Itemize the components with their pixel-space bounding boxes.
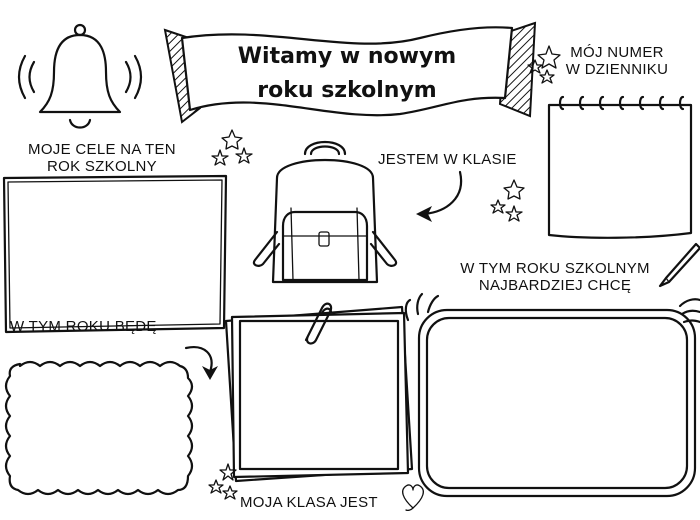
- goals-box: [2, 174, 228, 334]
- accent-marks: [404, 292, 440, 322]
- scalloped-box: [4, 360, 194, 496]
- this-year-will-label: W TYM ROKU BĘDĘ: [10, 318, 157, 335]
- paperclip-icon: [304, 302, 333, 345]
- goals-label: MOJE CELE NA TEN ROK SZKOLNY: [28, 141, 176, 175]
- wish-box: [417, 308, 697, 498]
- banner-title-line1: Witamy w nowym: [237, 44, 457, 69]
- class-number-label: MÓJ NUMER W DZIENNIKU: [565, 44, 669, 78]
- accent-marks: [678, 298, 700, 324]
- star-icon: [211, 129, 253, 166]
- my-class-label: JESTEM W KLASIE: [378, 151, 517, 168]
- curved-arrow-icon: [184, 346, 218, 380]
- banner-title-line2: roku szkolnym: [257, 78, 437, 103]
- star-icon: [208, 463, 238, 500]
- bell-icon: [17, 23, 143, 129]
- star-icon: [527, 45, 561, 84]
- backpack-icon: [252, 141, 398, 284]
- star-icon: [490, 179, 525, 222]
- my-class-is-label: MOJA KLASA JEST: [240, 494, 378, 511]
- pencil-icon: [658, 242, 700, 288]
- notepad-frame: [547, 95, 693, 239]
- this-year-want-label: W TYM ROKU SZKOLNYM NAJBARDZIEJ CHCĘ: [460, 260, 650, 294]
- banner-ribbon: [163, 21, 537, 124]
- photo-frame: [224, 305, 414, 483]
- heart-icon: [402, 484, 424, 512]
- curved-arrow-icon: [416, 170, 463, 222]
